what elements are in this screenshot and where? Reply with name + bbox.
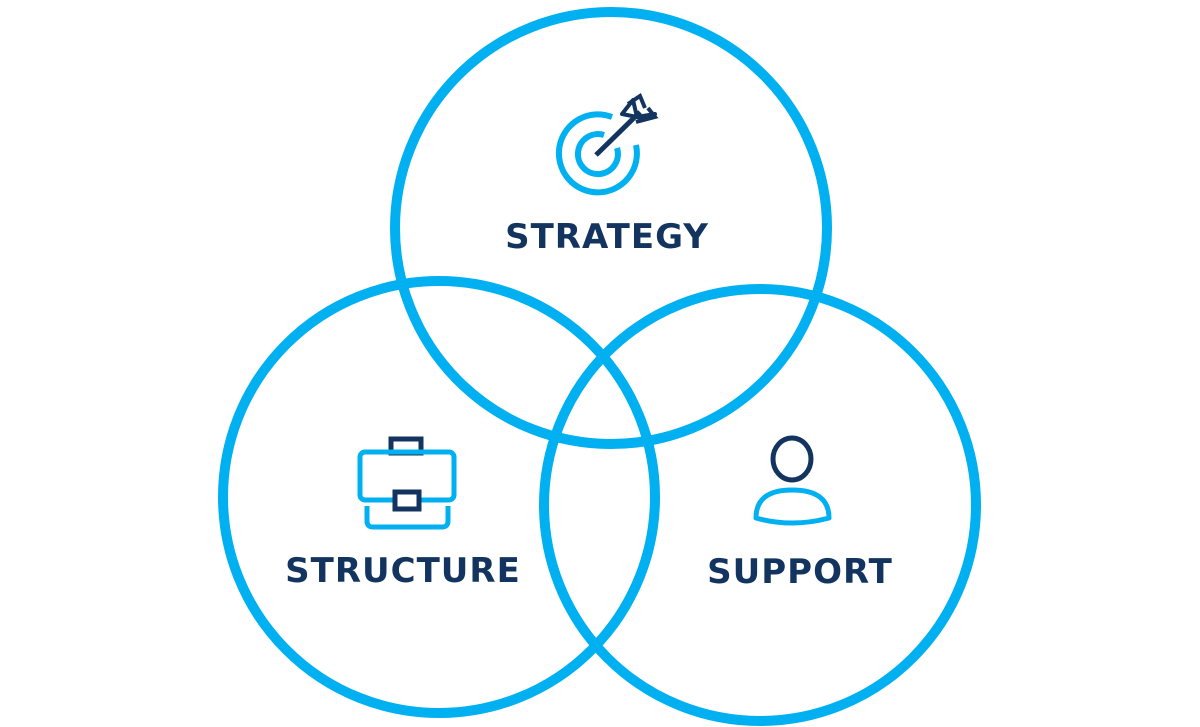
person-icon [753,435,832,526]
strategy-circle [390,7,832,449]
strategy-label: STRATEGY [505,217,709,257]
briefcase-icon [357,436,457,530]
support-label: SUPPORT [707,552,893,592]
structure-circle [218,276,660,718]
target-arrow-icon [555,92,659,196]
structure-label: STRUCTURE [285,551,521,591]
support-circle [539,284,981,726]
